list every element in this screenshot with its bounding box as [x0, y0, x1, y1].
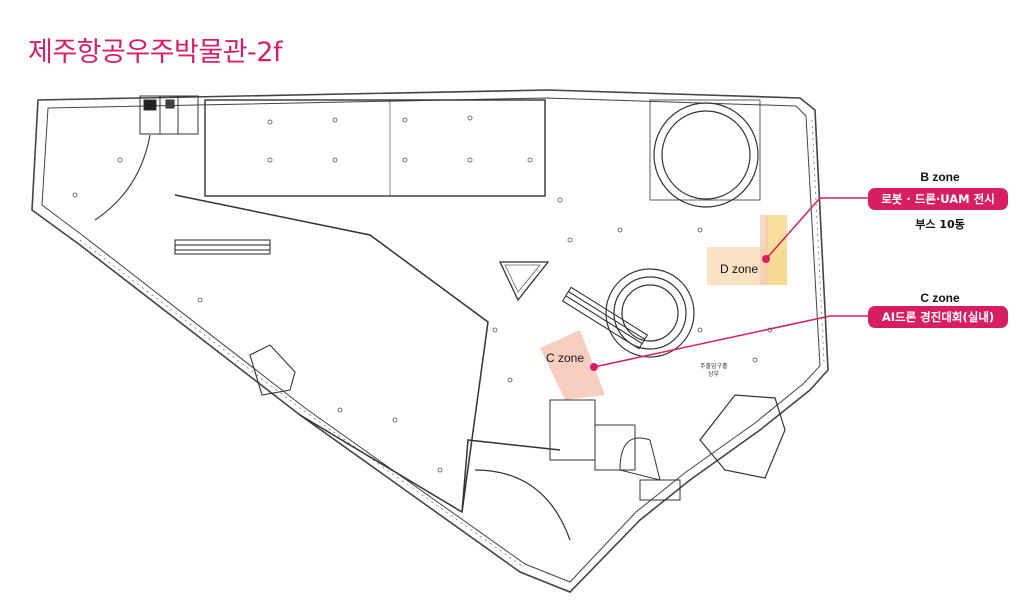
bottom-rooms	[549, 399, 681, 501]
callout-lines	[593, 197, 868, 368]
curved-wall-left	[94, 134, 151, 221]
callout-c-pill: AI드론 경진대회(실내)	[868, 306, 1008, 328]
callout-c-title: C zone	[920, 291, 960, 305]
round-theater	[605, 268, 695, 358]
zone-c-marker	[590, 363, 598, 371]
triangle-stair	[498, 261, 550, 302]
perimeter-ticks	[79, 119, 825, 567]
zone-d-area: D zone	[707, 215, 787, 285]
exit-hall-label: 주출입구홀	[700, 362, 728, 370]
dome-top	[649, 99, 761, 208]
zone-c-area: C zone	[540, 330, 605, 400]
exit-hall-sub: 상부	[708, 370, 720, 378]
curve-bottom	[474, 469, 571, 541]
zone-d-marker	[762, 255, 770, 263]
building-outline	[31, 89, 829, 593]
callout-b-sub: 부스 10동	[915, 218, 965, 231]
entry-hexagon	[699, 394, 786, 479]
page-title: 제주항공우주박물관-2f	[28, 37, 283, 68]
zone-d-label: D zone	[720, 262, 758, 276]
service-rooms-left	[139, 95, 199, 135]
central-wall	[174, 194, 561, 514]
columns	[72, 115, 773, 473]
callout-b-title: B zone	[920, 170, 960, 184]
zone-c-label: C zone	[546, 351, 584, 365]
left-hexagon	[249, 344, 296, 396]
main-hall	[204, 99, 546, 197]
callout-b-pill: 로봇 · 드론·UAM 전시	[868, 188, 1008, 210]
